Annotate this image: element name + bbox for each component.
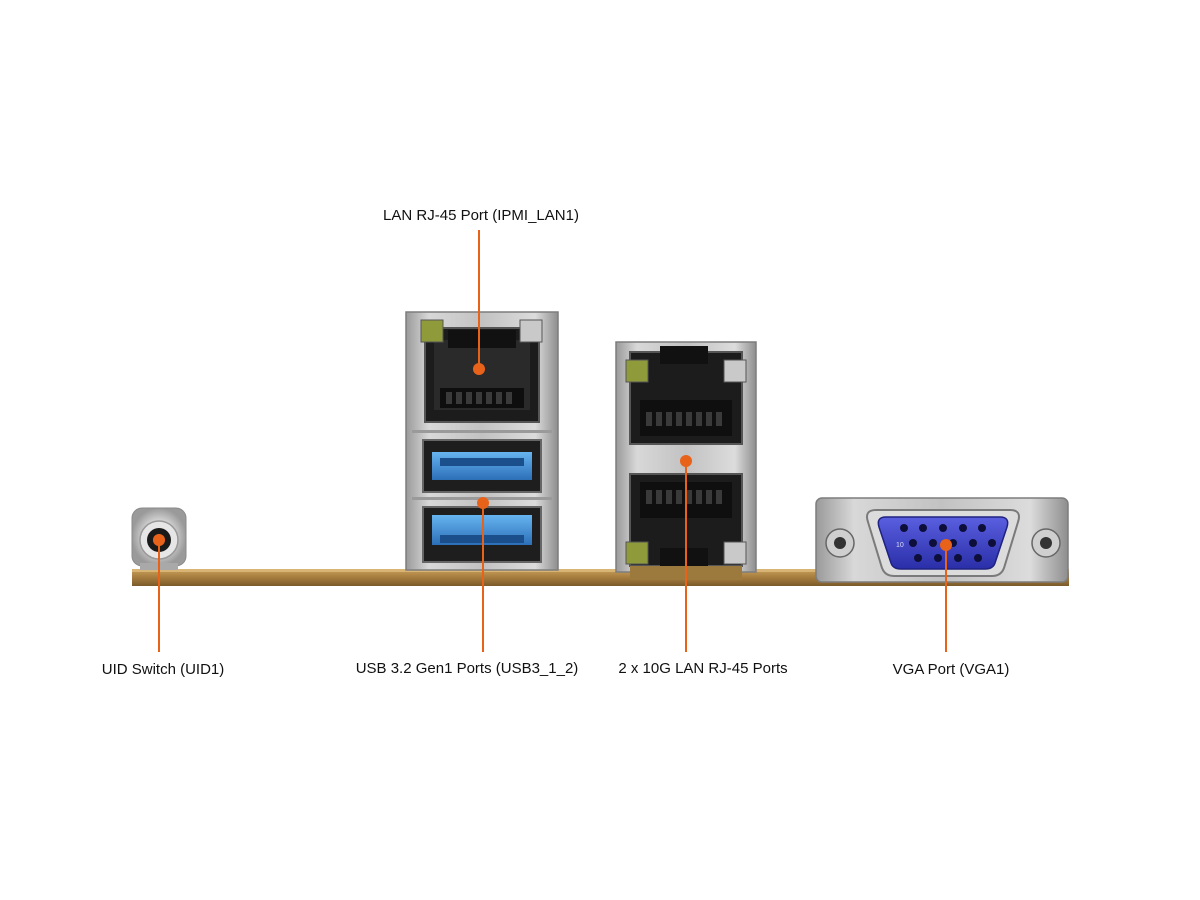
label-10g-lan: 2 x 10G LAN RJ-45 Ports [618, 660, 788, 677]
label-uid-switch: UID Switch (UID1) [101, 661, 225, 678]
lan-10g-led-bottom-left [625, 541, 649, 565]
callout-dot-ipmi-lan [473, 363, 485, 375]
callout-dot-uid [153, 534, 165, 546]
lan-10g-led-top-right [723, 359, 747, 383]
pcb-edge-highlight [132, 569, 1069, 572]
lan-10g-led-bottom-right [723, 541, 747, 565]
label-vga-port: VGA Port (VGA1) [892, 661, 1010, 678]
vga-pin-marker-left: 10 [896, 542, 904, 549]
callout-lines [158, 230, 947, 652]
callout-dot-usb [477, 497, 489, 509]
callout-dots [153, 363, 952, 551]
lan-10g-led-top-left [625, 359, 649, 383]
callout-dot-10g-lan [680, 455, 692, 467]
callout-dot-vga [940, 539, 952, 551]
vga-connector: 10 [815, 497, 1069, 583]
label-ipmi-lan: LAN RJ-45 Port (IPMI_LAN1) [383, 207, 579, 224]
ipmi-led-left [420, 319, 444, 343]
label-usb-ports: USB 3.2 Gen1 Ports (USB3_1_2) [355, 660, 579, 677]
ipmi-led-right [519, 319, 543, 343]
